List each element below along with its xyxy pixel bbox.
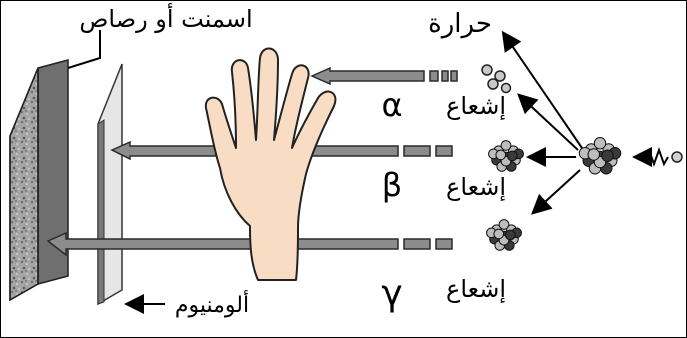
alpha-particle-icon bbox=[481, 64, 512, 94]
aluminum-sheet-icon bbox=[97, 63, 123, 306]
nucleus-icon bbox=[488, 140, 524, 172]
beta-radiation-label: إشعاع bbox=[446, 173, 506, 202]
gamma-radiation-label: إشعاع bbox=[446, 275, 506, 304]
concrete-lead-label: اسمنت أو رصاص bbox=[79, 3, 252, 33]
concrete-pointer bbox=[67, 30, 101, 69]
nucleus-icon bbox=[486, 219, 522, 251]
alpha-beam bbox=[310, 66, 458, 86]
hand-icon bbox=[204, 47, 337, 281]
gamma-symbol: γ bbox=[381, 273, 402, 314]
nuclei-group bbox=[486, 137, 622, 251]
gamma-beam bbox=[46, 231, 453, 257]
beta-symbol: β bbox=[382, 166, 402, 204]
alpha-symbol: α bbox=[381, 86, 402, 124]
neutron-wave-icon bbox=[643, 147, 683, 167]
nucleus-icon bbox=[578, 137, 622, 175]
concrete-block-icon bbox=[9, 59, 69, 302]
alpha-radiation-label: إشعاع bbox=[446, 92, 506, 121]
emission-arrows bbox=[501, 30, 652, 215]
aluminum-label: ألومنيوم bbox=[175, 290, 249, 318]
heat-label: حرارة bbox=[428, 9, 492, 39]
